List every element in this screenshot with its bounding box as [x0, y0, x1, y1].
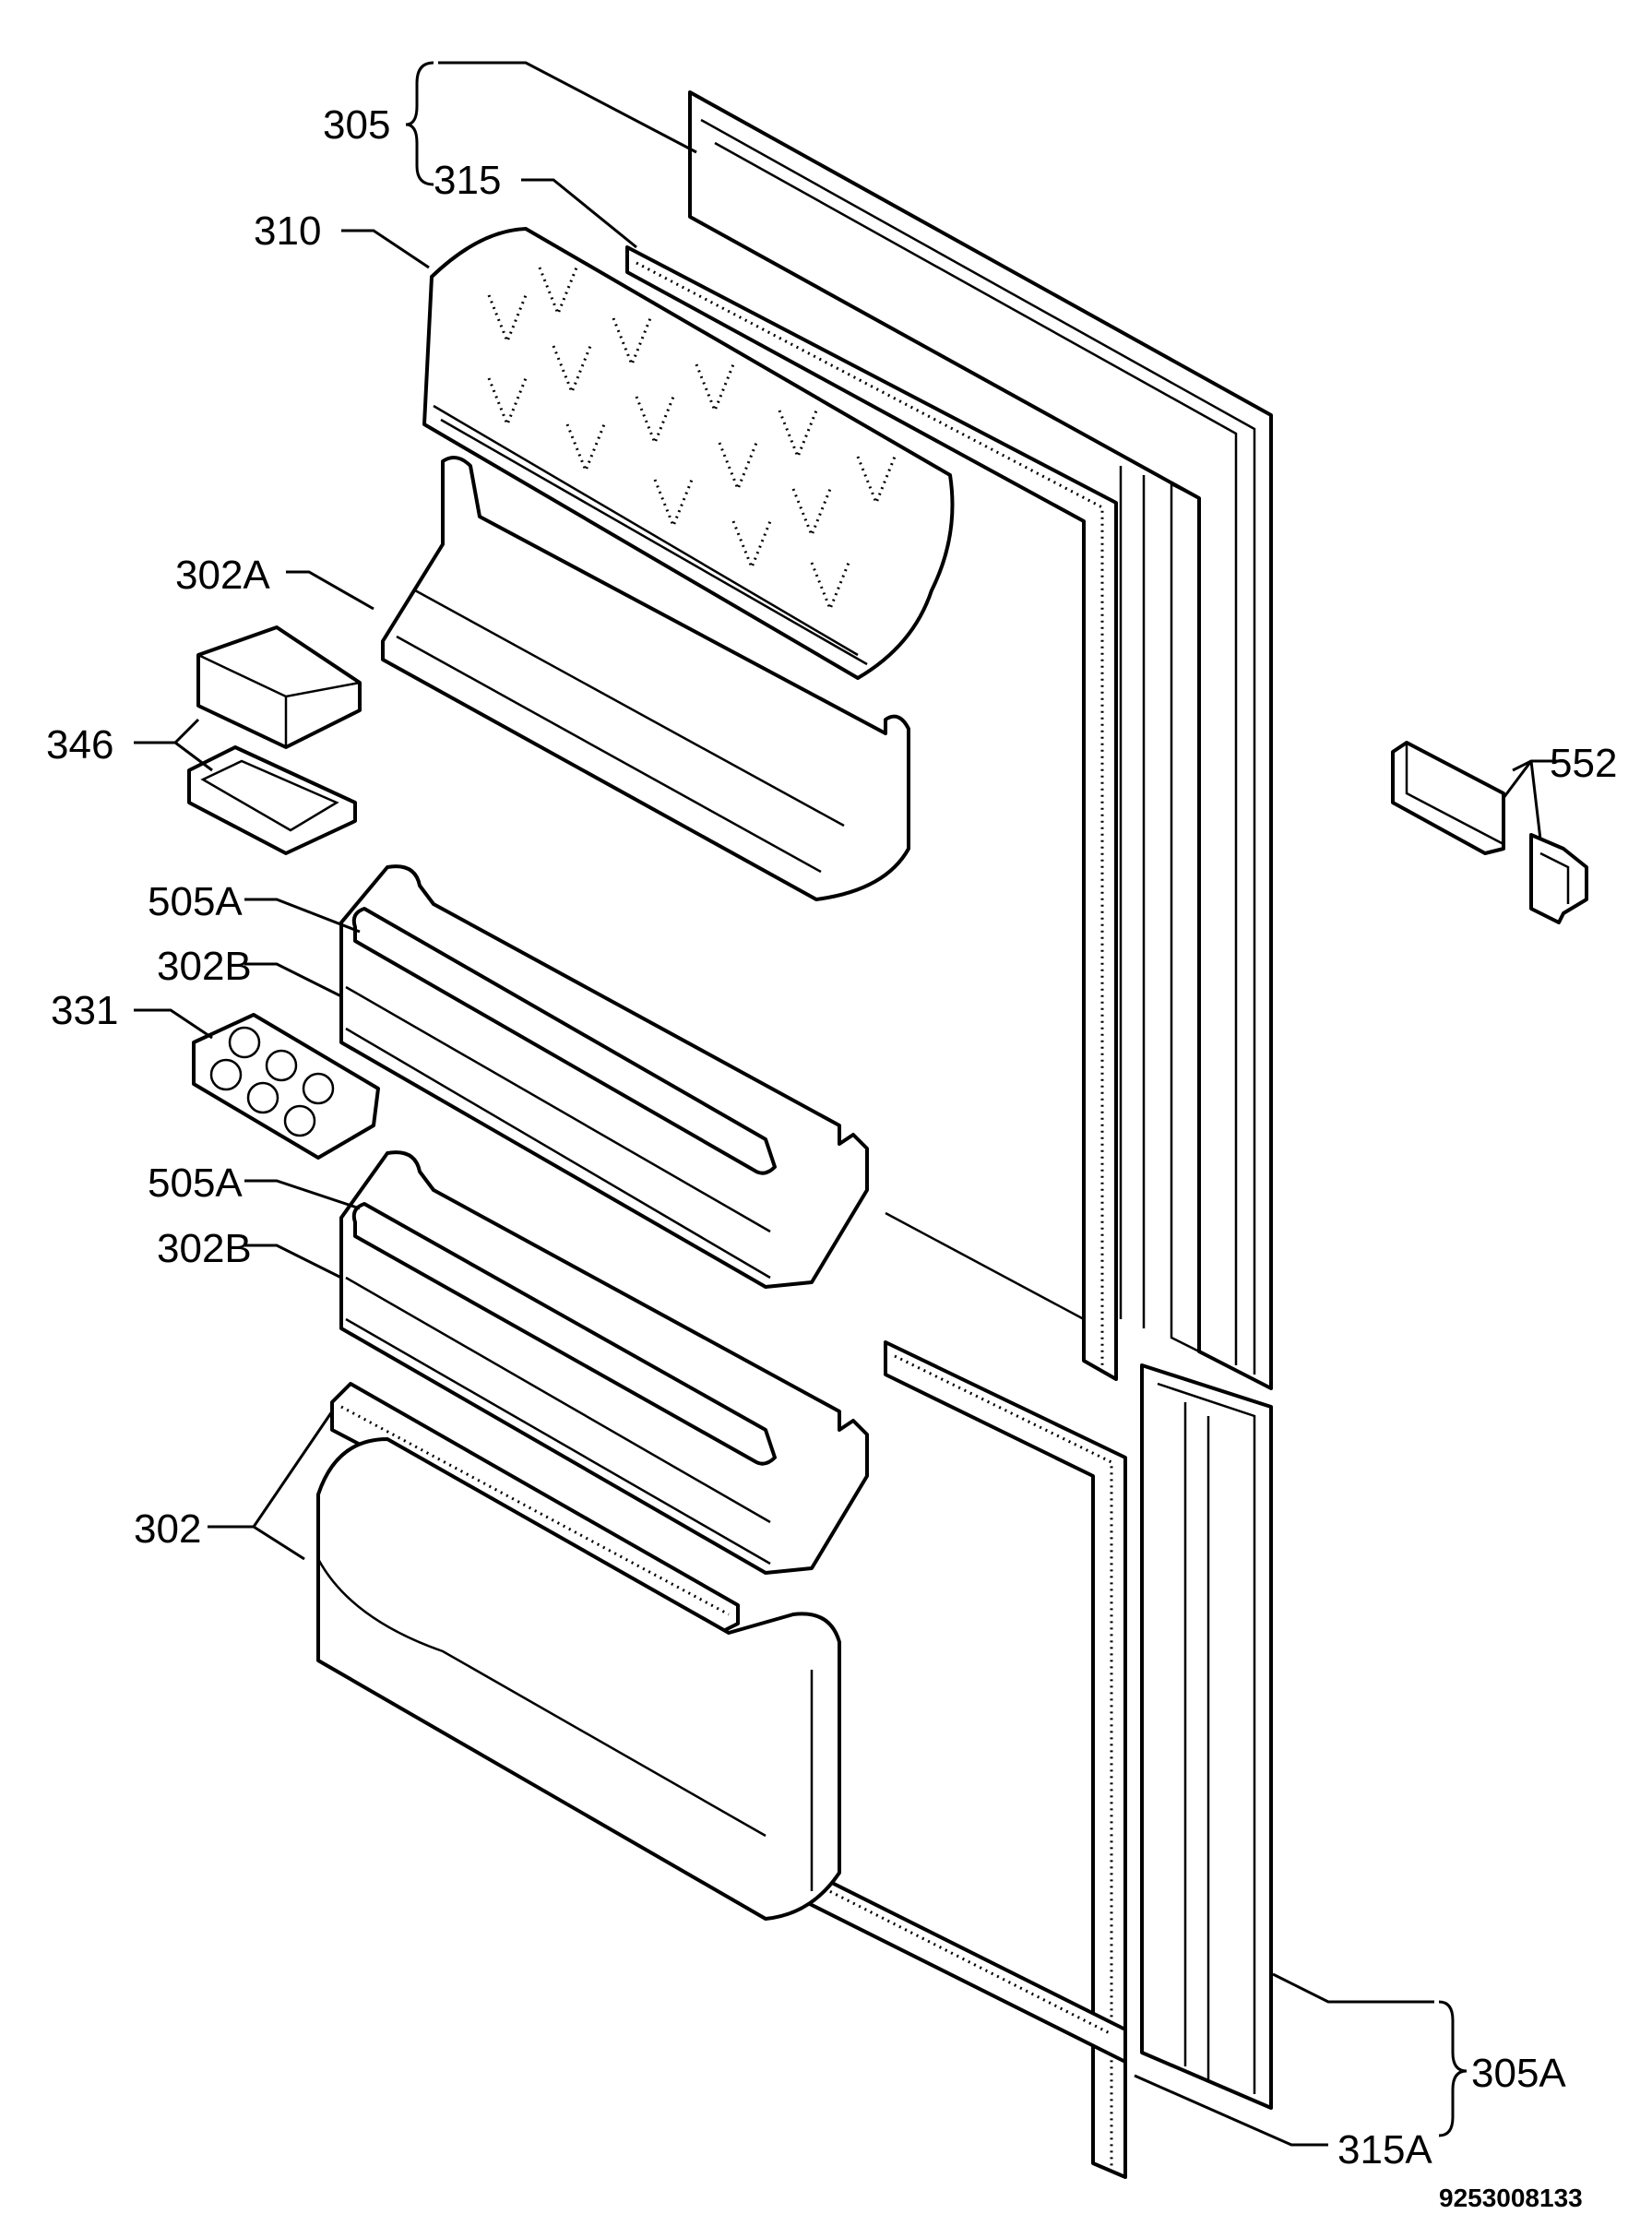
callout-305: 305 — [323, 102, 390, 148]
callout-305a: 305A — [1471, 2051, 1566, 2096]
callout-315: 315 — [434, 158, 501, 203]
part-552-hinges — [1391, 741, 1588, 924]
leader-lines — [134, 61, 1563, 2147]
callout-310: 310 — [254, 208, 321, 254]
part-346-box — [187, 625, 362, 855]
upper-gasket-315 — [625, 245, 1118, 1381]
callout-302b-upper: 302B — [157, 944, 252, 989]
callout-505a-lower: 505A — [148, 1161, 243, 1206]
part-302a-shelf — [381, 456, 910, 901]
callout-315a: 315A — [1337, 2127, 1432, 2172]
callout-552: 552 — [1550, 741, 1617, 786]
callout-302: 302 — [134, 1506, 201, 1552]
part-302b-shelf-upper — [339, 864, 869, 1289]
part-302-bin — [316, 1382, 841, 1921]
callout-302b-lower: 302B — [157, 1226, 252, 1271]
part-302b-shelf-lower — [339, 1150, 869, 1575]
callout-331: 331 — [51, 988, 118, 1033]
upper-door-305 — [688, 90, 1273, 1390]
callout-302a: 302A — [175, 553, 270, 598]
lower-door-305a — [1140, 1363, 1273, 2110]
part-310-cover — [422, 227, 955, 680]
callout-346: 346 — [46, 722, 113, 768]
callout-labels: 305 315 310 302A 346 505A 302B 331 505A … — [46, 102, 1617, 2212]
callout-505a-upper: 505A — [148, 879, 243, 924]
drawing-number: 9253008133 — [1439, 2184, 1583, 2212]
part-331-egg-tray — [192, 1013, 380, 1160]
